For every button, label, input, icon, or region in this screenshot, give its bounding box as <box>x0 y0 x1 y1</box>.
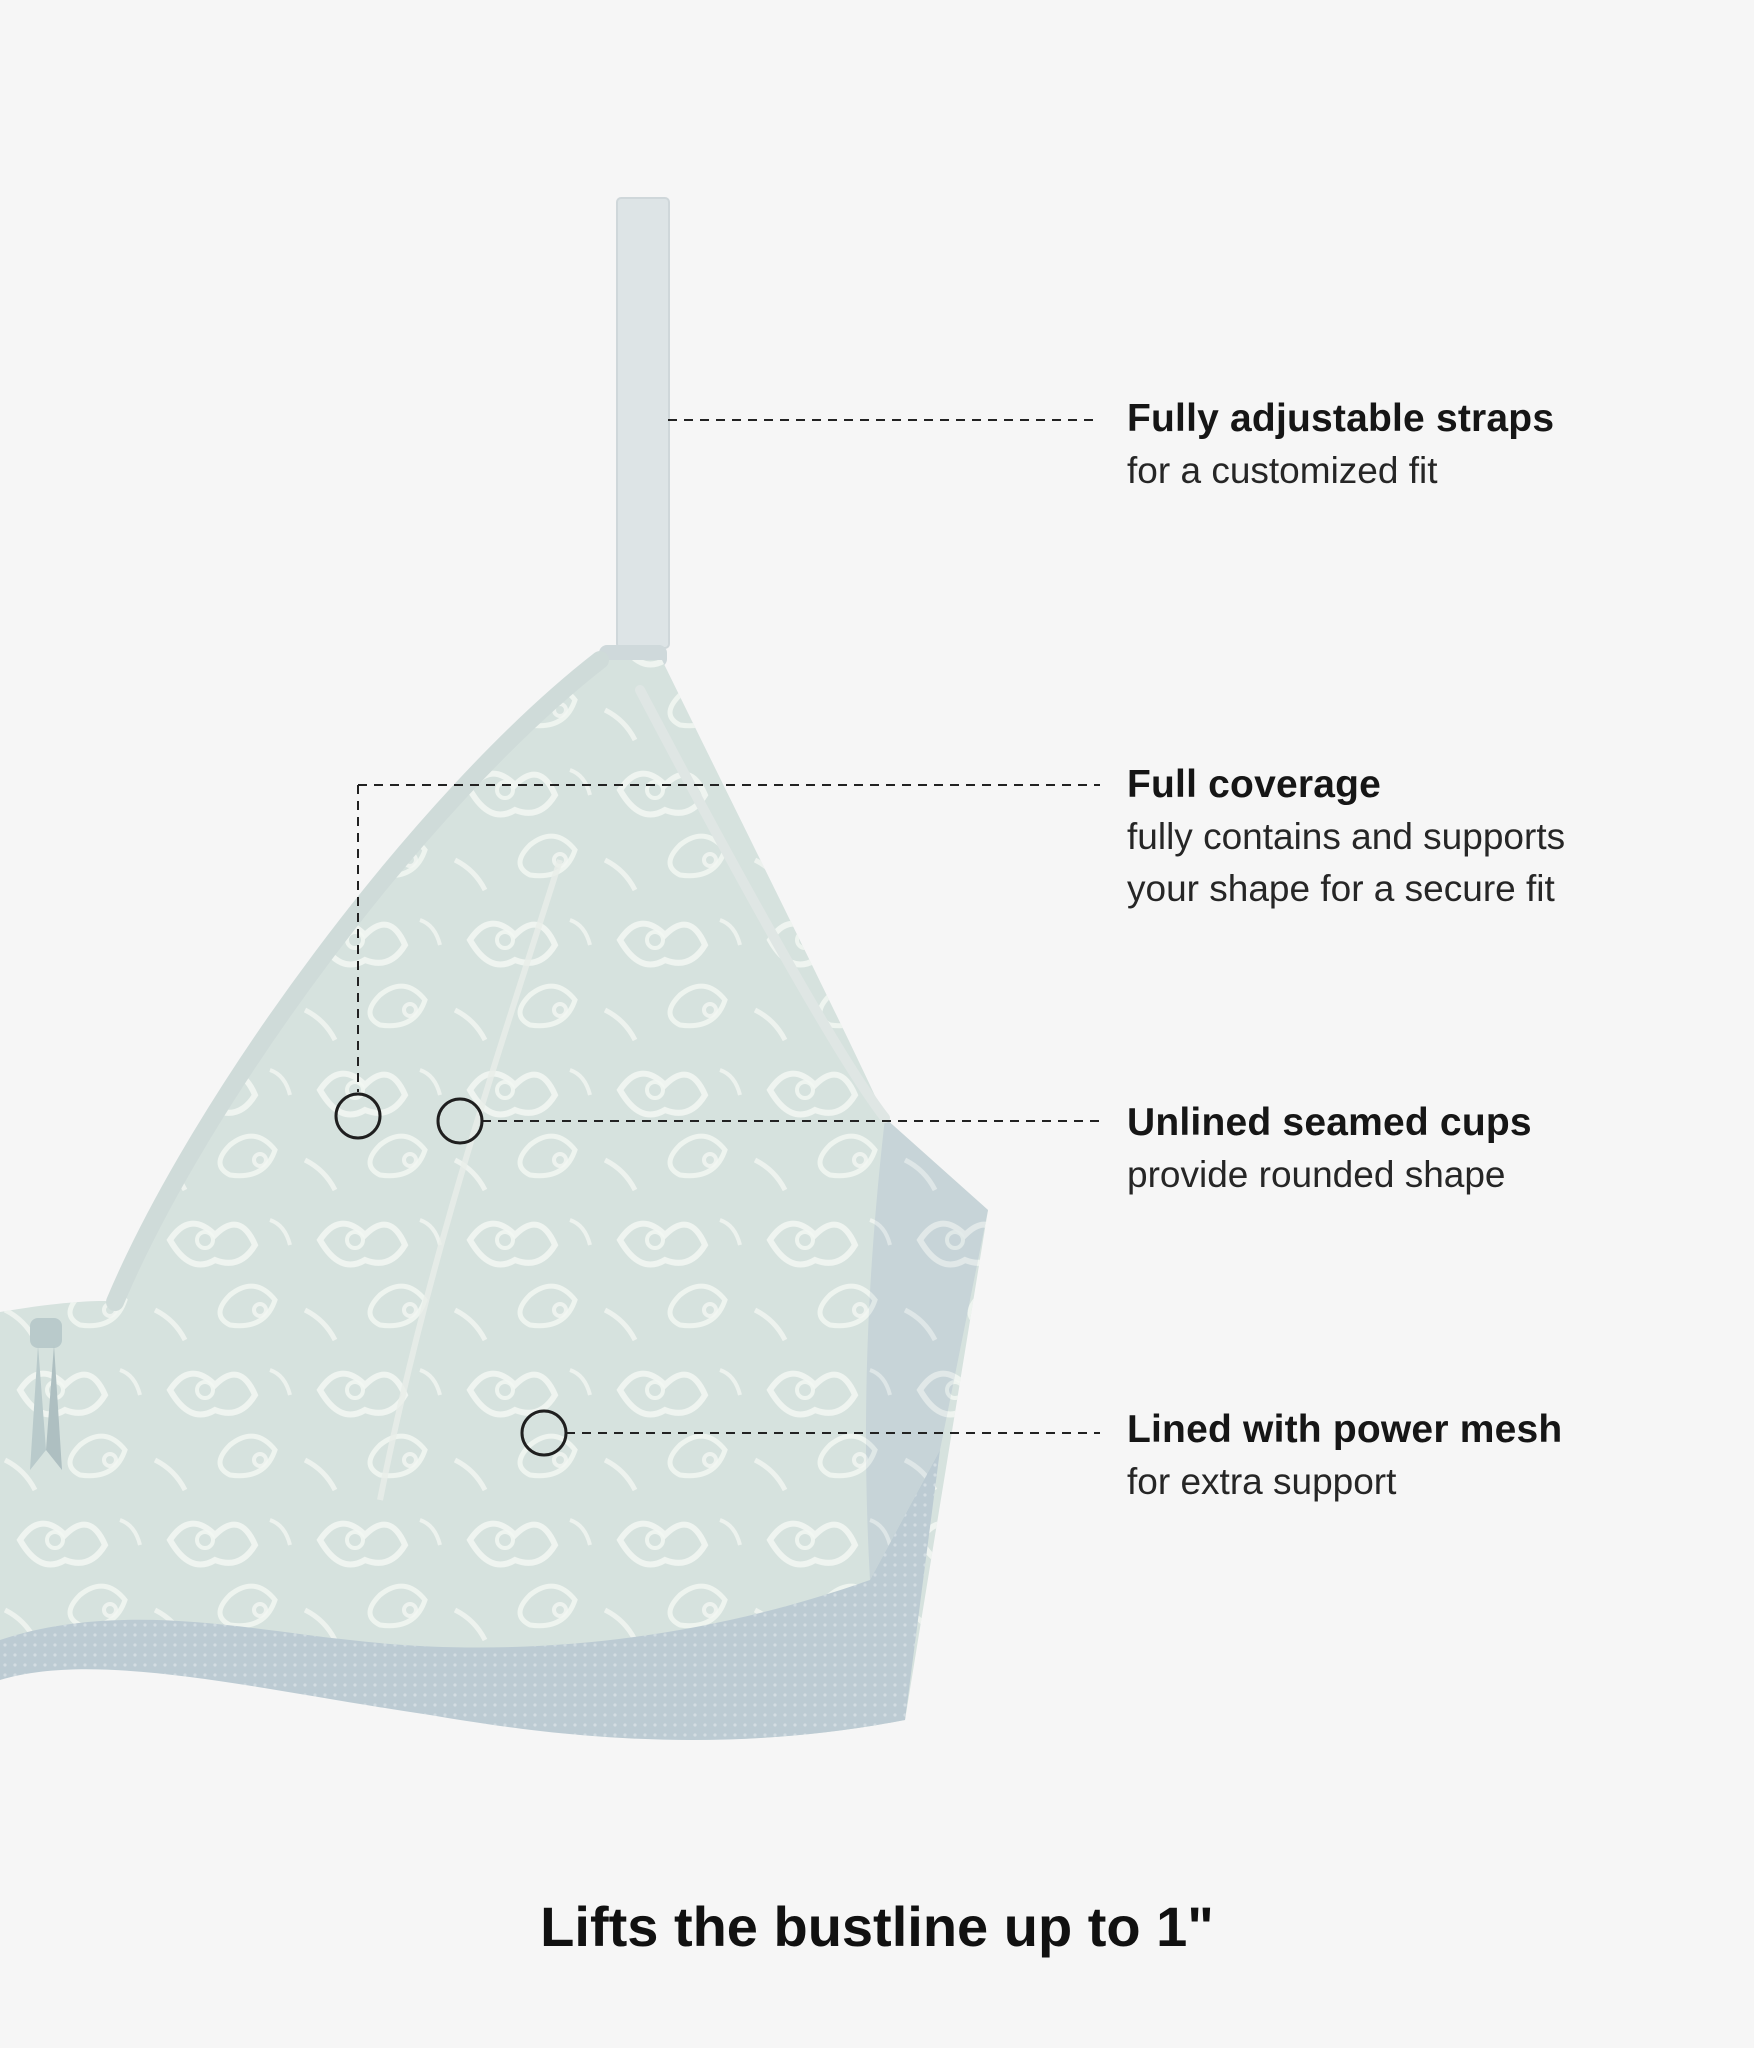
callout-mesh-leader <box>520 1409 1100 1457</box>
tagline: Lifts the bustline up to 1" <box>540 1895 1214 1958</box>
callout-coverage-marker <box>334 1092 382 1140</box>
cup-seam <box>377 859 563 1501</box>
feature-title: Full coverage <box>1127 763 1382 806</box>
strap-edge-trim <box>635 685 890 1123</box>
callout-mesh-marker <box>520 1409 568 1457</box>
feature-description: provide rounded shape <box>1127 1154 1506 1195</box>
center-bow <box>30 1318 62 1470</box>
callout-cups-leader <box>436 1097 1100 1145</box>
feature-description: for extra support <box>1127 1461 1397 1502</box>
callout-coverage-leader <box>334 784 1100 1140</box>
feature-coverage: Full coverage fully contains and support… <box>1127 759 1727 915</box>
feature-title: Fully adjustable straps <box>1127 397 1555 440</box>
underwire-band-mesh <box>0 1450 940 1740</box>
bra-cup-lace <box>0 660 988 1740</box>
feature-title: Lined with power mesh <box>1127 1408 1563 1451</box>
neckline-trim <box>106 651 609 1311</box>
feature-description: fully contains and supports your shape f… <box>1127 816 1566 909</box>
feature-description: for a customized fit <box>1127 450 1438 491</box>
callout-cups-marker <box>436 1097 484 1145</box>
feature-title: Unlined seamed cups <box>1127 1101 1532 1144</box>
feature-mesh: Lined with power mesh for extra support <box>1127 1404 1727 1508</box>
shoulder-strap <box>616 197 670 649</box>
side-panel-lace <box>865 1118 988 1580</box>
feature-straps: Fully adjustable straps for a customized… <box>1127 393 1727 497</box>
feature-cups: Unlined seamed cups provide rounded shap… <box>1127 1097 1727 1201</box>
